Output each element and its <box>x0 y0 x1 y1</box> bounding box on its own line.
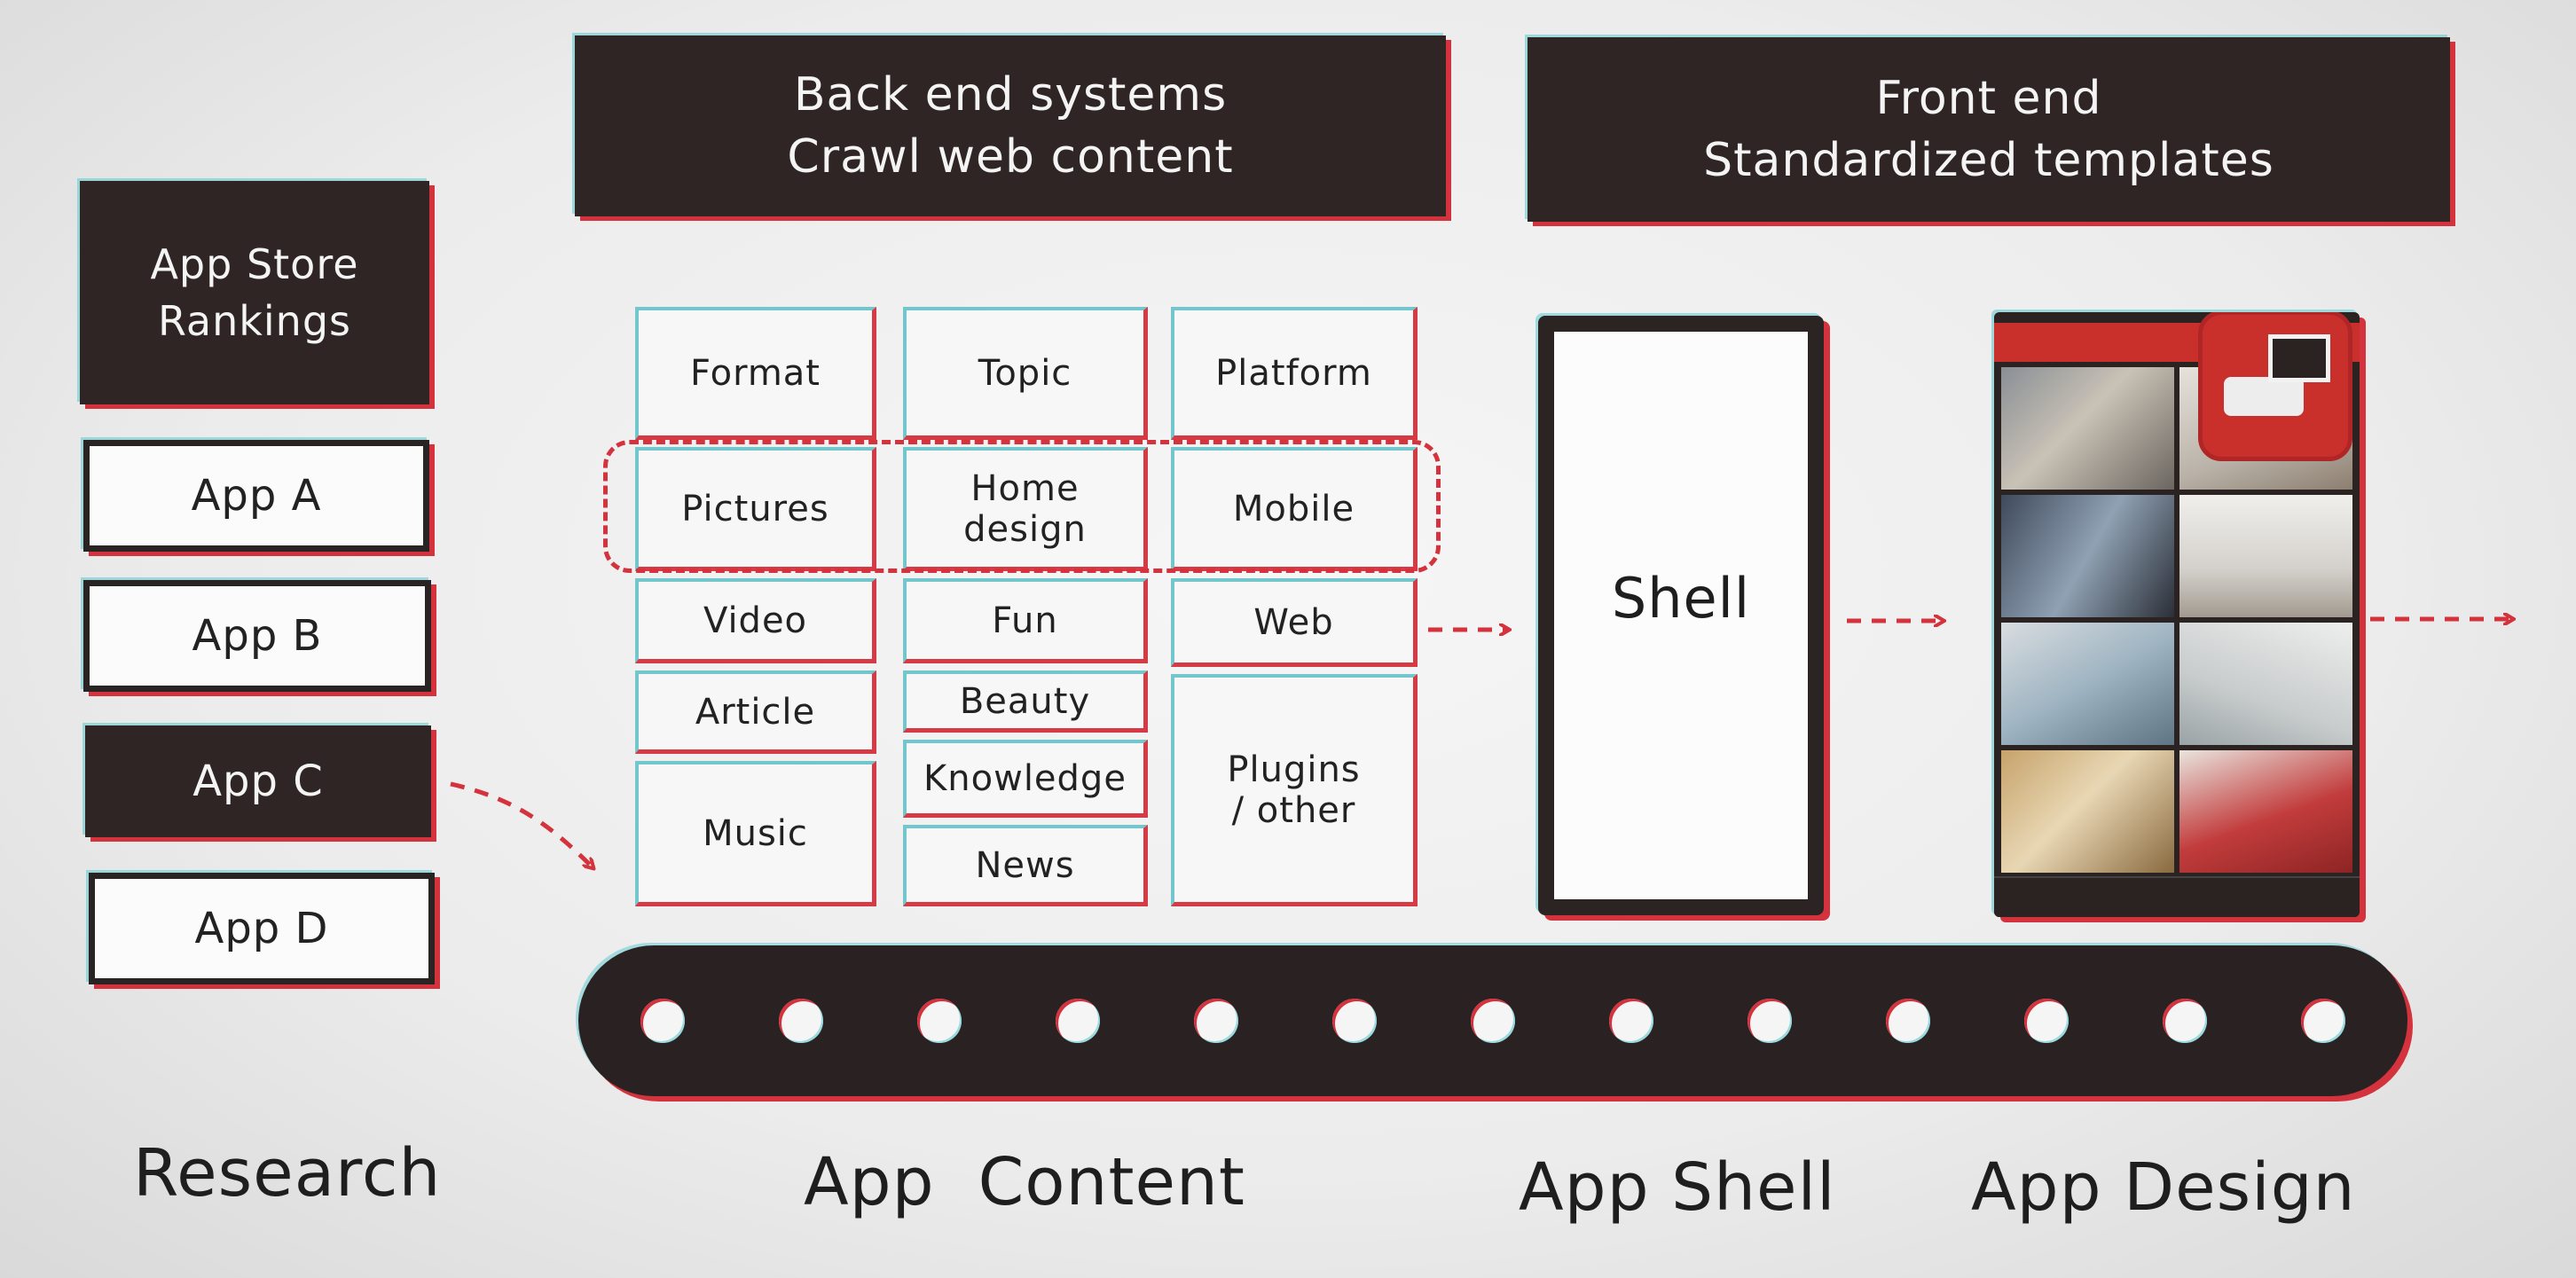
pictures-cell: Pictures <box>635 447 876 571</box>
plugins-other-cell: Plugins / other <box>1171 674 1418 906</box>
video-cell: Video <box>635 578 876 663</box>
belt-dots <box>640 999 2345 1043</box>
belt-dot <box>1609 999 1653 1043</box>
belt-dot <box>1056 999 1100 1043</box>
knowledge-text: Knowledge <box>923 757 1127 799</box>
platform-header-text: Platform <box>1215 352 1372 394</box>
photo-tile <box>2179 495 2352 617</box>
belt-dot <box>917 999 962 1043</box>
app-content-label: App Content <box>804 1144 1245 1220</box>
fun-cell: Fun <box>903 578 1148 663</box>
research-label: Research <box>133 1135 442 1211</box>
belt-dot <box>2163 999 2207 1043</box>
shell-phone: Shell <box>1538 316 1824 915</box>
web-text: Web <box>1253 601 1334 643</box>
conveyor-belt <box>578 945 2407 1096</box>
photo-tile <box>2179 623 2352 745</box>
belt-dot <box>2024 999 2069 1043</box>
app-c-box: App C <box>85 725 431 837</box>
selected-row-highlight <box>603 440 1441 573</box>
format-header-text: Format <box>690 352 821 394</box>
belt-dot <box>640 999 685 1043</box>
article-text: Article <box>695 691 816 733</box>
arrow-research-to-content <box>450 781 593 867</box>
app-a-box: App A <box>83 440 429 552</box>
photo-tile <box>2001 750 2174 873</box>
platform-header-cell: Platform <box>1171 307 1418 440</box>
app-d-label: App D <box>194 904 329 953</box>
pictures-text: Pictures <box>681 488 829 529</box>
belt-dot <box>1194 999 1238 1043</box>
app-design-label: App Design <box>1971 1149 2356 1226</box>
app-icon <box>2198 312 2352 461</box>
photo-tile <box>2001 623 2174 745</box>
fun-text: Fun <box>992 600 1058 641</box>
belt-dot <box>1332 999 1377 1043</box>
app-c-label: App C <box>192 757 324 806</box>
app-a-label: App A <box>191 471 322 521</box>
shell-label: Shell <box>1611 565 1751 631</box>
format-header-cell: Format <box>635 307 876 440</box>
music-cell: Music <box>635 761 876 906</box>
belt-dot <box>1747 999 1792 1043</box>
topic-header-text: Topic <box>978 352 1072 394</box>
news-cell: News <box>903 825 1148 906</box>
beauty-text: Beauty <box>959 680 1091 722</box>
app-d-box: App D <box>89 873 435 984</box>
app-b-label: App B <box>192 611 323 661</box>
news-text: News <box>975 844 1075 886</box>
app-b-box: App B <box>83 580 431 692</box>
belt-dot <box>1471 999 1515 1043</box>
home-design-cell: Home design <box>903 447 1148 571</box>
web-cell: Web <box>1171 578 1418 667</box>
home-design-text: Home design <box>963 467 1087 550</box>
app-store-rankings-text: App Store Rankings <box>150 239 359 345</box>
belt-dot <box>779 999 823 1043</box>
phone-bottom-nav <box>1994 876 2360 917</box>
front-end-header: Front end Standardized templates <box>1528 37 2450 222</box>
knowledge-cell: Knowledge <box>903 740 1148 818</box>
sofa-icon <box>2224 377 2304 416</box>
article-cell: Article <box>635 670 876 754</box>
photo-tile <box>2001 495 2174 617</box>
front-end-header-text: Front end Standardized templates <box>1703 71 2274 187</box>
app-store-rankings-box: App Store Rankings <box>80 181 429 404</box>
belt-dot <box>2301 999 2345 1043</box>
music-text: Music <box>703 812 808 854</box>
app-design-phone <box>1994 312 2360 917</box>
topic-header-cell: Topic <box>903 307 1148 440</box>
app-shell-label: App Shell <box>1519 1149 1836 1226</box>
plugins-other-text: Plugins / other <box>1227 749 1361 831</box>
picture-frame-icon <box>2268 334 2330 382</box>
video-text: Video <box>703 600 808 641</box>
back-end-header-text: Back end systems Crawl web content <box>787 67 1234 184</box>
back-end-header: Back end systems Crawl web content <box>575 35 1446 216</box>
beauty-cell: Beauty <box>903 670 1148 733</box>
belt-dot <box>1886 999 1930 1043</box>
photo-tile <box>2179 750 2352 873</box>
mobile-text: Mobile <box>1232 488 1355 529</box>
photo-tile <box>2001 367 2174 490</box>
